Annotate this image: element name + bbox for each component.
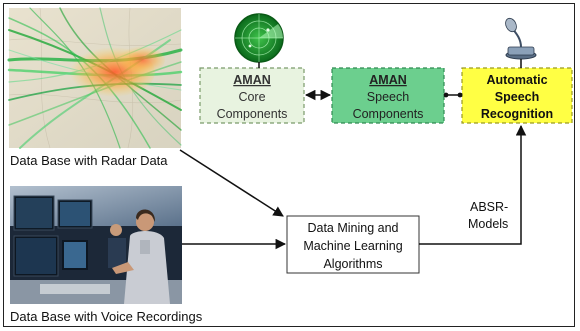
aman-core-line1: Core — [238, 90, 265, 104]
absr-label-line1: ABSR- — [470, 200, 508, 214]
data-mining-box: Data Mining and Machine Learning Algorit… — [286, 215, 420, 274]
data-mining-line3: Algorithms — [323, 257, 382, 271]
asr-line2: Speech — [495, 90, 539, 104]
radar-to-mining-arrow — [179, 149, 284, 217]
radar-data-caption: Data Base with Radar Data — [10, 153, 168, 168]
voice-recordings-image — [10, 186, 182, 304]
mining-to-asr-arrow — [419, 124, 527, 245]
data-mining-line1: Data Mining and — [307, 221, 398, 235]
aman-speech-line2: Components — [353, 107, 424, 121]
asr-box: Automatic Speech Recognition — [461, 67, 573, 124]
asr-line1: Automatic — [486, 73, 547, 87]
aman-speech-title: AMAN — [369, 73, 407, 87]
aman-core-title: AMAN — [233, 73, 271, 87]
aman-core-line2: Components — [217, 107, 288, 121]
microphone-icon — [505, 17, 537, 60]
aman-speech-line1: Speech — [367, 90, 409, 104]
voice-recordings-caption: Data Base with Voice Recordings — [10, 309, 203, 324]
data-mining-line2: Machine Learning — [303, 239, 402, 253]
absr-label-line2: Models — [468, 217, 508, 231]
radar-icon — [234, 13, 284, 63]
radar-data-image — [7, 7, 183, 149]
asr-line3: Recognition — [481, 107, 553, 121]
aman-speech-box: AMAN Speech Components — [331, 67, 445, 124]
aman-core-box: AMAN Core Components — [199, 67, 305, 124]
